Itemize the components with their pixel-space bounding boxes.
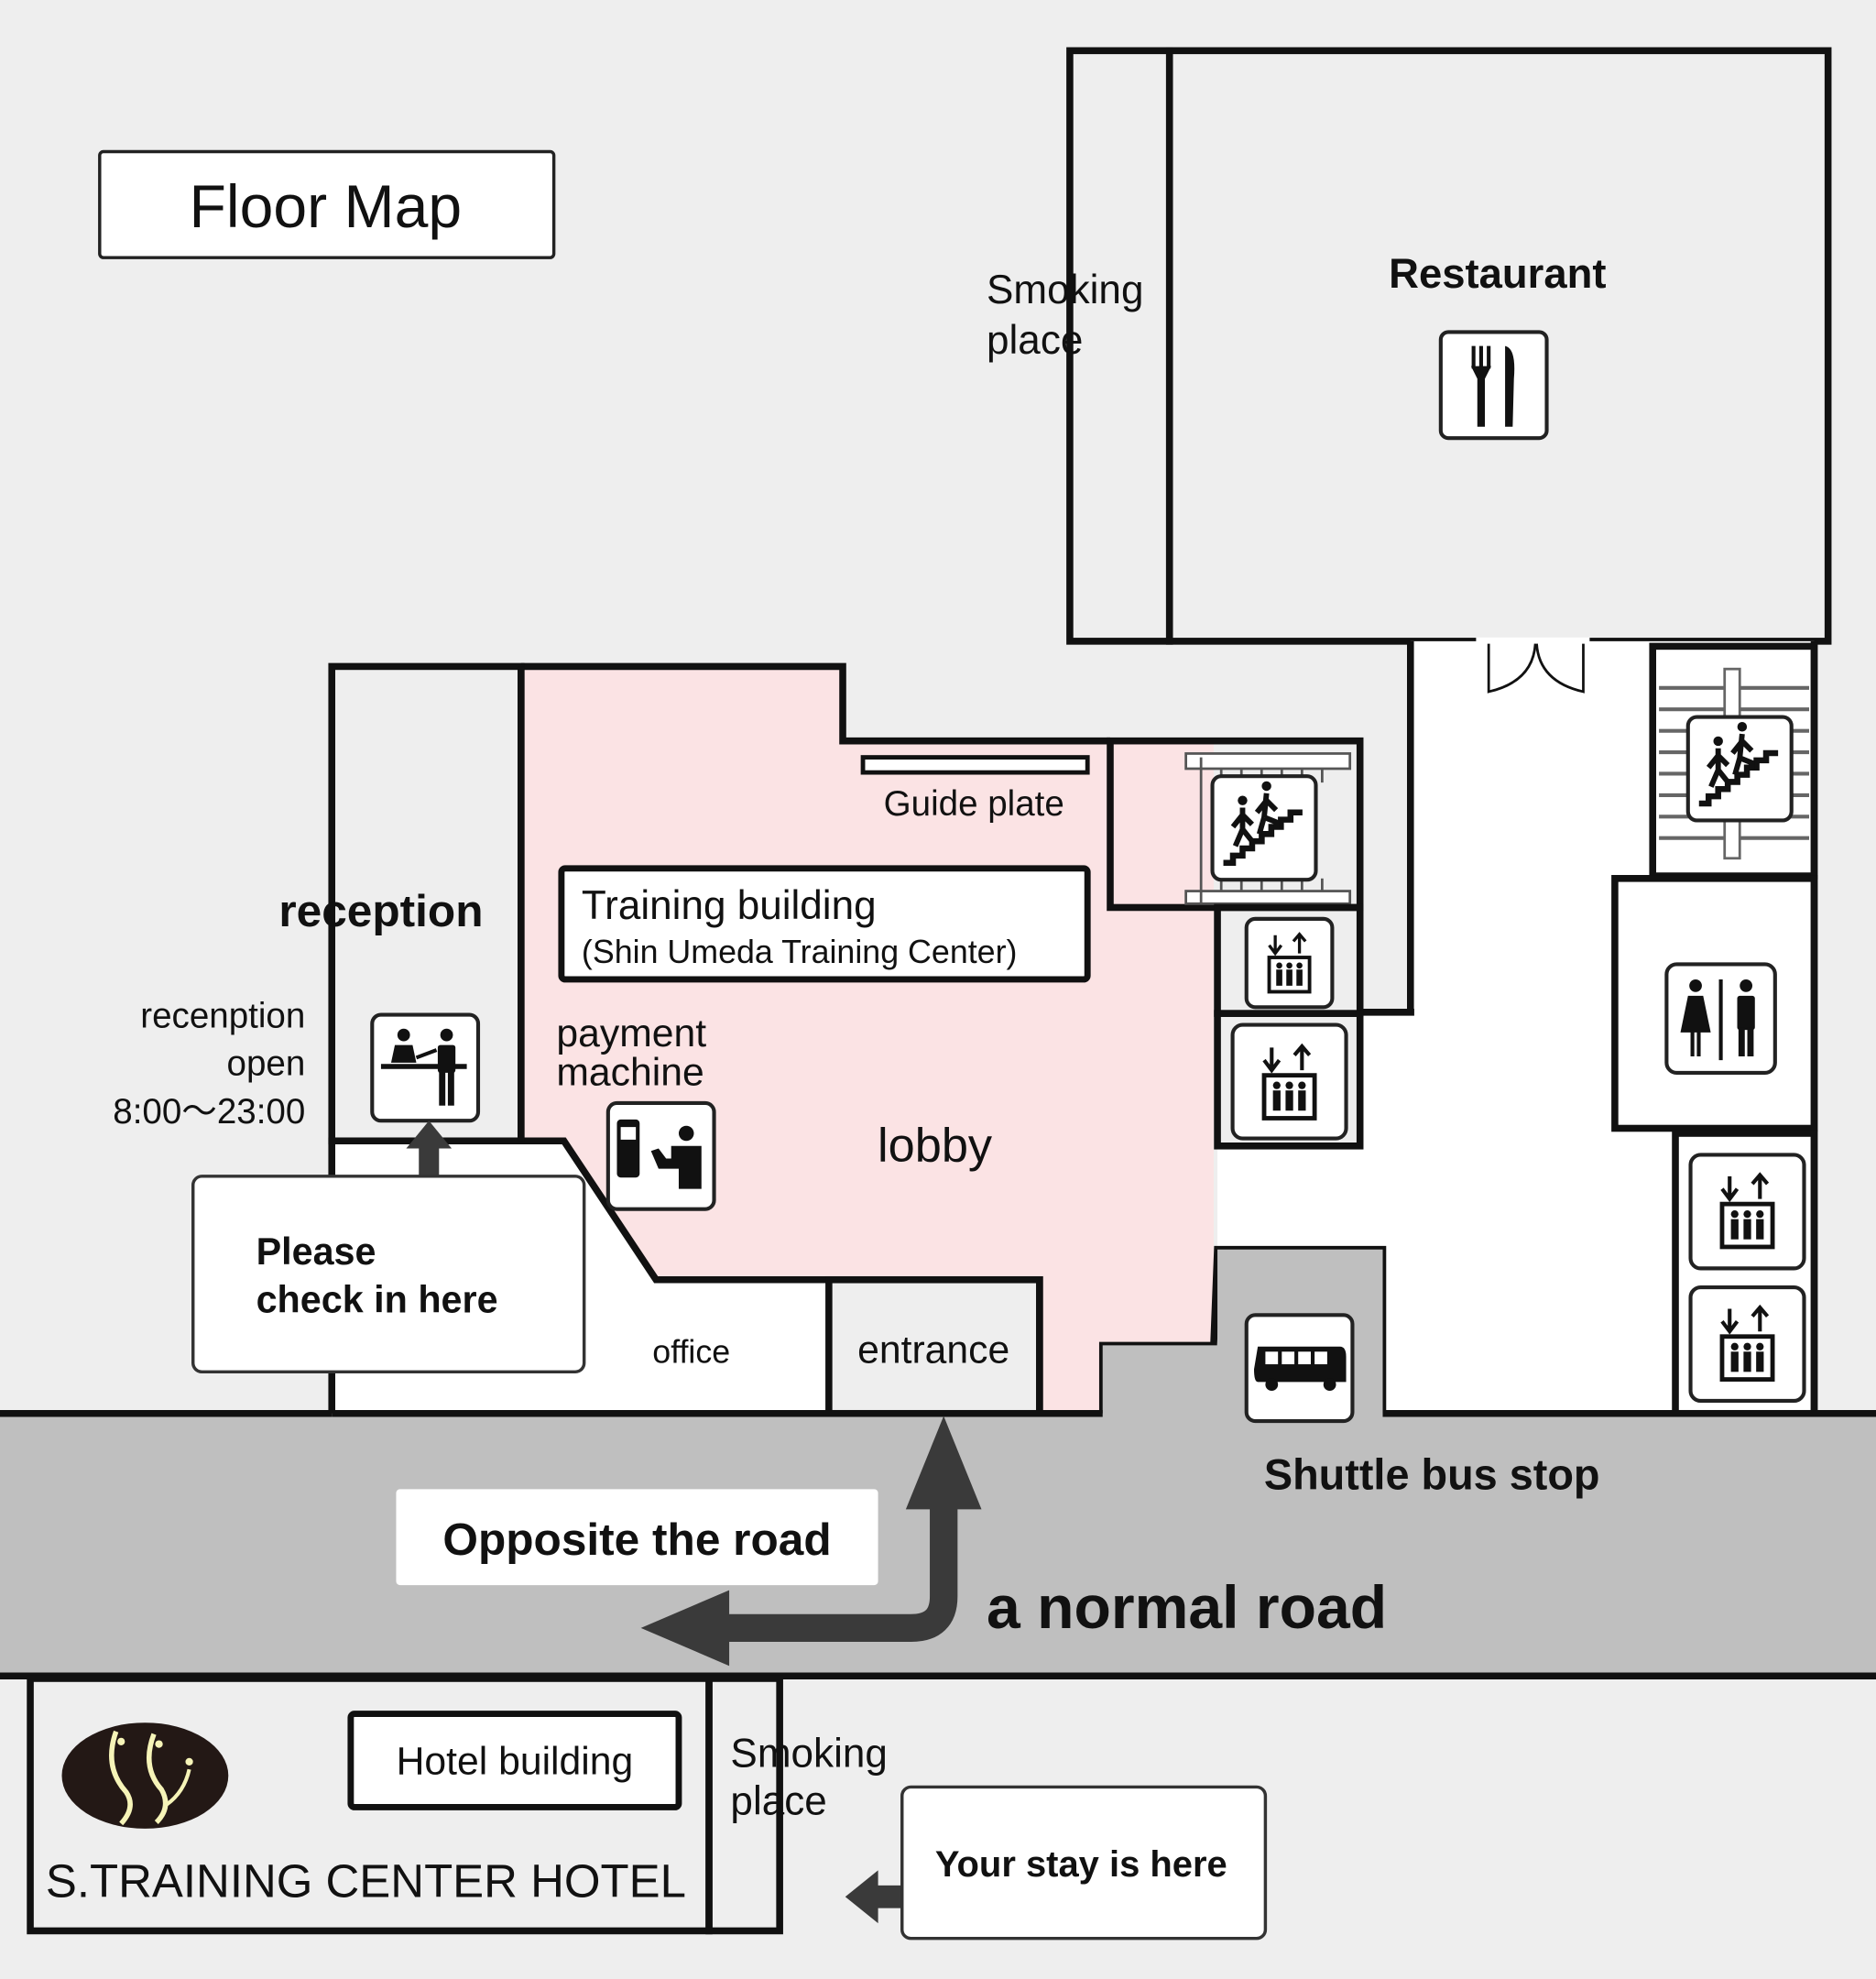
route-arrow [640,1416,982,1667]
smoking-place-lower-label-1: Smoking [730,1731,887,1776]
reception-hours-line3: 8:00～23:00 [113,1092,305,1132]
training-building-sign: Training building (Shin Umeda Training C… [558,865,1091,983]
smoking-place-upper-label-1: Smoking [987,268,1143,312]
shuttle-bus-stop-label: Shuttle bus stop [1264,1450,1600,1498]
elevator-left-2[interactable] [1214,1010,1364,1150]
training-building-subtitle: (Shin Umeda Training Center) [582,934,1018,970]
restroom[interactable] [1611,875,1818,1132]
reception-label: reception [278,885,483,936]
guide-plate-label: Guide plate [884,784,1064,824]
stairs-icon [1685,715,1794,823]
payment-machine-label-2: machine [556,1051,704,1095]
hotel-building: Hotel building S.TRAINING CENTER HOTEL [27,1675,713,1935]
stairs-icon [1210,774,1318,882]
opposite-road-label: Opposite the road [442,1514,831,1565]
restaurant-label: Restaurant [1389,250,1606,297]
entrance[interactable]: entrance [825,1275,1043,1417]
smoking-place-lower-label-2: place [730,1779,826,1824]
hotel-building-label: Hotel building [397,1740,634,1784]
elevator-left-1[interactable] [1214,903,1364,1017]
payment-machine-icon[interactable] [605,1100,716,1211]
lobby-room [520,662,1387,1414]
hotel-logo-icon [61,1722,229,1829]
restaurant-room: Restaurant [1165,47,1832,645]
restaurant-icon [1438,330,1549,441]
office-label: office [652,1334,730,1371]
stairs-right[interactable] [1649,642,1818,880]
smoking-place-upper [1066,47,1173,645]
reception-hours-line2: open [227,1044,306,1084]
check-in-note-line1: Please [256,1230,376,1273]
opposite-road-note: Opposite the road [396,1489,878,1586]
reception-icon [370,1012,481,1123]
guide-plate: Guide plate [860,755,1090,824]
restaurant-door[interactable] [1476,637,1590,694]
payment-machine-label-1: payment [556,1011,706,1055]
check-in-arrow [406,1121,453,1180]
hotel-name: S.TRAINING CENTER HOTEL [46,1854,686,1907]
bus-icon[interactable] [1244,1313,1355,1424]
entrance-label: entrance [857,1328,1009,1372]
stay-note-label: Your stay is here [935,1844,1227,1885]
stay-arrow [845,1870,906,1924]
floor-map-title-box: Floor Map [98,149,556,259]
training-building-title: Training building [582,883,877,928]
check-in-note-line2: check in here [256,1279,498,1321]
stairs-left[interactable] [1107,737,1364,912]
lobby-label: lobby [878,1119,993,1172]
check-in-note: Please check in here [191,1175,586,1374]
smoking-place-lower [705,1675,783,1935]
restroom-icon [1664,962,1777,1075]
road-name-label: a normal road [987,1574,1387,1642]
stay-note: Your stay is here [900,1785,1268,1941]
reception-room: reception [278,662,525,1145]
elevator-right-2[interactable] [1688,1285,1806,1404]
elevator-right-1[interactable] [1688,1153,1806,1271]
reception-hours-line1: recenption [140,996,305,1035]
page-title: Floor Map [190,173,463,241]
